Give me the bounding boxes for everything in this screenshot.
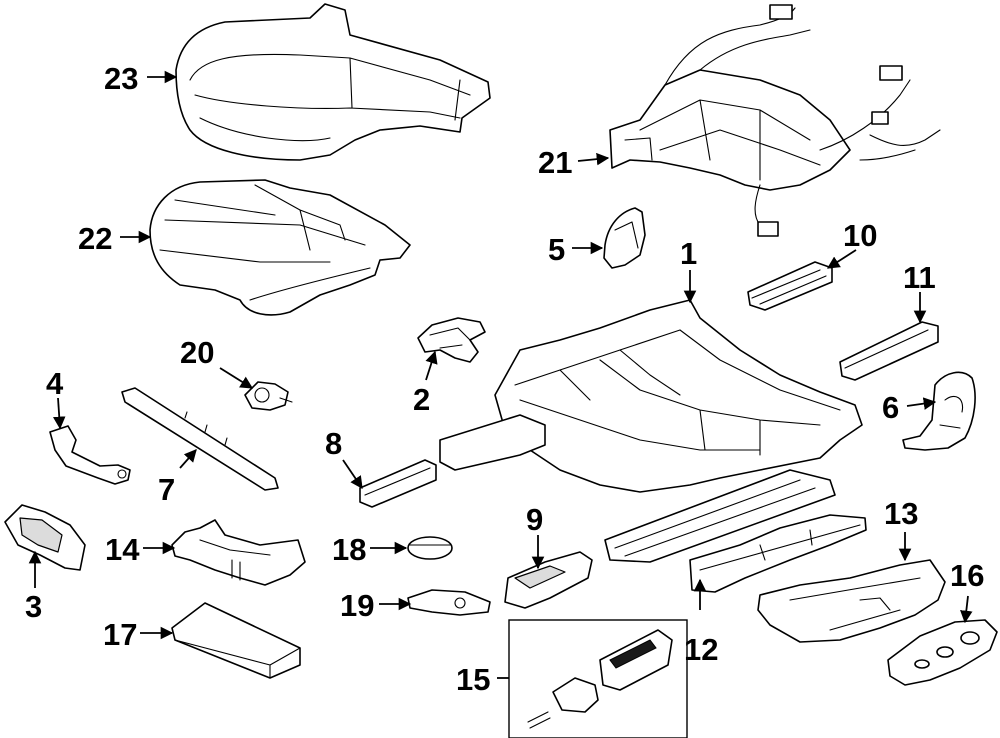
seat-cushion-pad-part-22 bbox=[149, 179, 411, 316]
callout-11: 11 bbox=[903, 260, 936, 295]
callout-9: 9 bbox=[526, 502, 543, 537]
callout-13: 13 bbox=[884, 496, 918, 531]
bracket-part-4 bbox=[49, 425, 131, 485]
callout-labels: 23 22 21 5 1 10 11 6 2 20 4 7 8 3 14 17 … bbox=[25, 61, 984, 697]
seat-frame-part-1 bbox=[439, 299, 863, 563]
callout-18: 18 bbox=[332, 532, 366, 567]
callout-15: 15 bbox=[456, 662, 490, 697]
callout-21: 21 bbox=[538, 145, 572, 180]
inset-box-part-15 bbox=[508, 619, 688, 738]
switch-knob-part-18 bbox=[407, 536, 453, 560]
callout-16: 16 bbox=[950, 558, 984, 593]
callout-22: 22 bbox=[78, 221, 112, 256]
callout-7: 7 bbox=[158, 472, 175, 507]
bracket-part-2 bbox=[417, 317, 486, 363]
hinge-cover-part-5 bbox=[603, 207, 646, 269]
callout-6: 6 bbox=[882, 390, 899, 425]
callout-5: 5 bbox=[548, 232, 565, 267]
trim-panel-part-9 bbox=[504, 551, 593, 609]
bracket-part-19 bbox=[407, 589, 491, 616]
motor-part-20 bbox=[244, 381, 293, 411]
callout-3: 3 bbox=[25, 589, 42, 624]
side-panel-part-13 bbox=[757, 559, 946, 643]
leader-lines bbox=[28, 70, 973, 679]
callout-19: 19 bbox=[340, 588, 374, 623]
bracket-part-14 bbox=[171, 519, 306, 586]
track-cover-part-8 bbox=[359, 459, 437, 508]
track-cover-part-11 bbox=[839, 321, 939, 381]
callout-10: 10 bbox=[843, 218, 877, 253]
trim-strip-part-7 bbox=[121, 387, 279, 491]
seat-cushion-cover-part-23 bbox=[175, 3, 491, 161]
callout-20: 20 bbox=[180, 335, 214, 370]
bracket-part-12 bbox=[689, 514, 867, 593]
switch-housing-part-3 bbox=[4, 504, 86, 571]
callout-1: 1 bbox=[680, 236, 697, 271]
callout-14: 14 bbox=[105, 532, 140, 567]
track-cover-part-10 bbox=[747, 261, 833, 311]
seat-switch-part-16 bbox=[887, 619, 998, 686]
callout-4: 4 bbox=[46, 366, 64, 401]
power-seat-harness-part-21 bbox=[609, 4, 941, 237]
callout-2: 2 bbox=[413, 382, 430, 417]
callout-8: 8 bbox=[325, 426, 342, 461]
callout-17: 17 bbox=[103, 617, 137, 652]
side-shield-part-6 bbox=[902, 371, 976, 451]
callout-23: 23 bbox=[104, 61, 138, 96]
control-module-part-17 bbox=[171, 602, 301, 679]
callout-12: 12 bbox=[684, 632, 718, 667]
